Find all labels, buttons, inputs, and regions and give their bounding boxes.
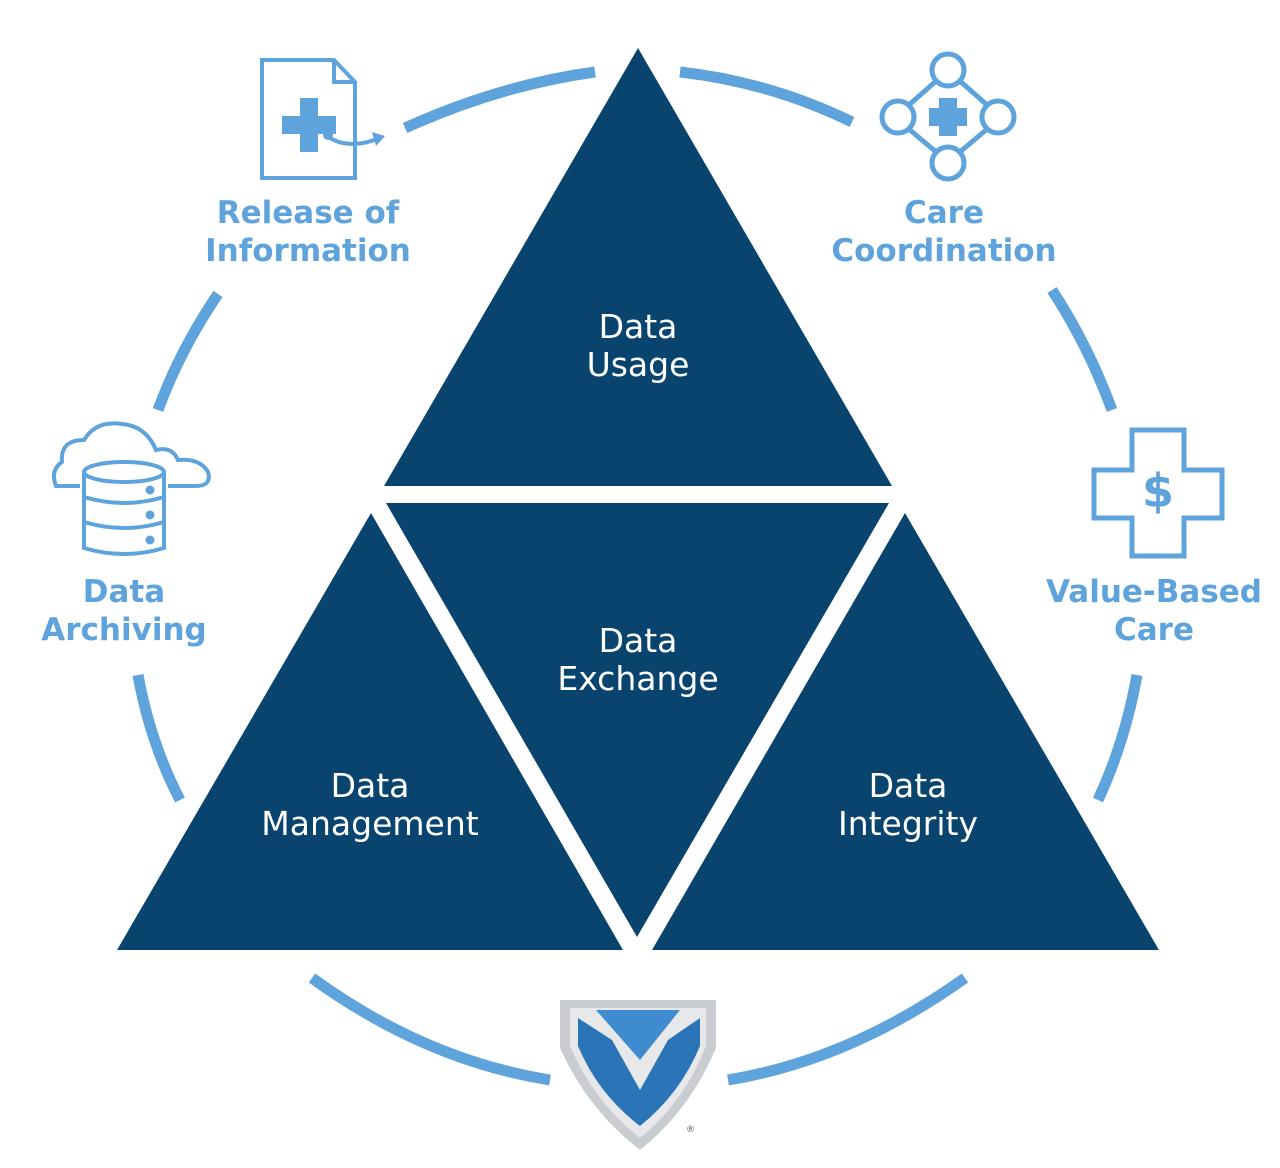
ring xyxy=(132,66,1143,1086)
ring-arc-bottom-left xyxy=(308,973,551,1086)
label-archiving-line1: Data xyxy=(82,574,166,610)
triangle-data-exchange xyxy=(386,503,889,937)
label-care-coordination: Care Coordination xyxy=(794,194,1094,270)
registered-mark: ® xyxy=(686,1125,695,1135)
label-release-line1: Release of xyxy=(216,195,400,231)
triangle-group xyxy=(117,48,1159,950)
ring-arc-top-right xyxy=(679,66,855,127)
label-release-of-information: Release of Information xyxy=(158,194,458,270)
label-value-line1: Value-Based xyxy=(1045,574,1263,610)
label-data-integrity-line2: Integrity xyxy=(837,804,979,843)
ring-arc-right-upper xyxy=(1047,286,1118,412)
label-data-exchange-line1: Data xyxy=(598,621,678,660)
label-value-line2: Care xyxy=(1114,612,1194,648)
cloud-database-icon xyxy=(52,421,211,556)
ring-arc-left-lower xyxy=(132,674,185,803)
label-care-line1: Care xyxy=(904,195,984,231)
label-data-archiving: Data Archiving xyxy=(0,573,274,649)
ring-arc-right-lower xyxy=(1093,674,1143,803)
triangle-data-usage xyxy=(384,48,892,486)
ring-arc-bottom-right xyxy=(727,973,969,1086)
triangle-data-management xyxy=(117,513,623,950)
label-data-integrity-line1: Data xyxy=(868,766,948,805)
label-data-exchange: Data Exchange xyxy=(478,622,798,698)
label-data-management: Data Management xyxy=(210,767,530,843)
label-value-based-care: Value-Based Care xyxy=(1004,573,1280,649)
triangle-data-integrity xyxy=(652,513,1159,950)
label-data-usage-line1: Data xyxy=(598,307,678,346)
medical-document-icon xyxy=(260,58,385,180)
label-data-management-line2: Management xyxy=(261,804,479,843)
ring-arc-top-left xyxy=(402,66,596,134)
medical-dollar-cross-icon: $ xyxy=(1091,427,1225,559)
care-network-icon xyxy=(879,51,1017,182)
svg-text:$: $ xyxy=(1142,464,1174,518)
shield-v-logo-icon: ® xyxy=(560,1000,716,1150)
label-data-usage-line2: Usage xyxy=(586,345,690,384)
label-data-usage: Data Usage xyxy=(478,308,798,384)
label-data-management-line1: Data xyxy=(330,766,410,805)
label-data-integrity: Data Integrity xyxy=(748,767,1068,843)
label-care-line2: Coordination xyxy=(831,233,1057,269)
label-data-exchange-line2: Exchange xyxy=(557,659,719,698)
ring-arc-left-upper xyxy=(152,290,223,412)
label-archiving-line2: Archiving xyxy=(41,612,207,648)
label-release-line2: Information xyxy=(205,233,411,269)
